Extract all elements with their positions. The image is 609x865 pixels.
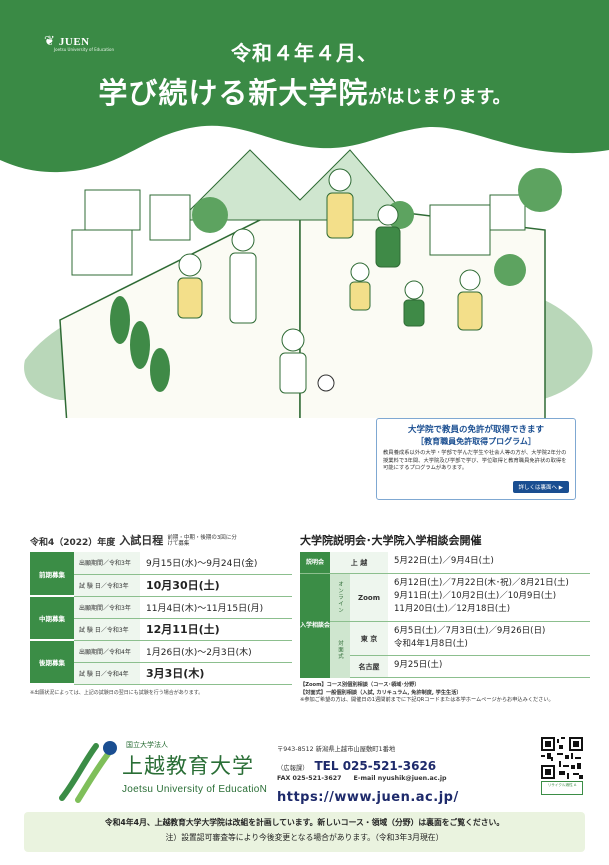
table-row: 試 験 日／令和4年 3月3日(木) [30, 662, 292, 685]
seminar-note: 【Zoom】コース別個別相談（コース･領域･分野） [300, 682, 420, 688]
brand-name: JUEN [58, 35, 90, 48]
tel-row: （広報課） TEL 025-521-3626 [277, 759, 532, 773]
tokyo-place: 東 京 [350, 622, 388, 655]
qr-code-icon[interactable] [541, 737, 583, 779]
nagoya-dates: 9月25日(土) [394, 660, 443, 670]
notice-line-1: 令和4年4月、上越教育大学大学院は改組を計画しています。新しいコース・領域（分野… [104, 818, 505, 827]
details-link-button[interactable]: 詳しくは裏面へ ▶ [512, 481, 569, 493]
schedule-table: 前期募集 出願期間／令和3年 9月15日(水)～9月24日(金) 試 験 日／令… [30, 552, 292, 685]
brand-leaf-icon: ❦ [44, 34, 55, 49]
university-logo: 国立大学法人 上越教育大学 Joetsu University of Educa… [56, 740, 276, 804]
consult-block: 入学相談会 オンライン Zoom 6月12日(土)／7月22日(木･祝)／8月2… [300, 574, 590, 678]
table-row: 後期募集 出願期間／令和4年 1月26日(水)～2月3日(木) [30, 640, 292, 685]
recycle-mark: リサイクル適性 A [541, 781, 583, 795]
zoom-dates-line: 9月11日(土)／10月2日(土)／10月9日(土) [394, 590, 557, 601]
license-box-subtitle: ［教育職員免許取得プログラム］ [416, 437, 536, 446]
row-value: 1月26日(水)～2月3日(木) [140, 640, 292, 663]
contact-info: 〒943-8512 新潟県上越市山屋敷町1番地 （広報課） TEL 025-52… [277, 744, 532, 805]
row-value: 12月11日(土) [140, 618, 292, 641]
inperson-block: 対面式 東 京 6月5日(土)／7月3日(土)／9月26日(日) 令和4年1月8… [330, 622, 590, 678]
row-label: 出願期間／令和4年 [74, 640, 140, 663]
headline-tail-text: がはじまります。 [368, 87, 511, 108]
notice-banner: 令和4年4月、上越教育大学大学院は改組を計画しています。新しいコース・領域（分野… [24, 812, 585, 852]
schedule-footnote: ※出願状況によっては、上記の試験日の翌日にも試験を行う場合があります。 [30, 690, 204, 696]
briefing-category: 説明会 [300, 552, 330, 573]
license-box-title: 大学院で教員の免許が取得できます [407, 425, 544, 435]
website-link[interactable]: https://www.juen.ac.jp/ [277, 790, 459, 805]
period-label: 前期募集 [30, 552, 74, 597]
zoom-dates-line: 6月12日(土)／7月22日(木･祝)／8月21日(土) [394, 578, 569, 588]
logo-prefix: 国立大学法人 [126, 741, 168, 749]
row-label: 試 験 日／令和4年 [74, 662, 140, 685]
seminar-section: 大学院説明会･大学院入学相談会開催 説明会 上 越 5月22日(土)／9月4日(… [300, 532, 590, 705]
hero-illustration: ❦ JUEN Joetsu University of Education 令和… [0, 0, 609, 418]
brand-subtitle: Joetsu University of Education [54, 47, 115, 52]
briefing-place: 上 越 [330, 552, 388, 573]
tokyo-dates-line: 令和4年1月8日(土) [394, 638, 468, 649]
juen-brand-logo: ❦ JUEN Joetsu University of Education [44, 34, 114, 52]
table-row: 試 験 日／令和3年 10月30日(土) [30, 574, 292, 597]
consult-category: 入学相談会 [300, 574, 330, 678]
row-value: 3月3日(木) [140, 662, 292, 685]
row-label: 試 験 日／令和3年 [74, 618, 140, 641]
period-label: 中期募集 [30, 596, 74, 641]
row-value: 11月4日(木)～11月15日(月) [140, 596, 292, 619]
license-box-description: 教員養成系以外の大学・学部で学んだ学生や社会人等の方が、大学院2年分の授業料で3… [383, 450, 567, 472]
email[interactable]: E-mail nyushik@juen.ac.jp [353, 775, 447, 782]
department: （広報課） [277, 765, 309, 772]
period-label: 後期募集 [30, 640, 74, 685]
exam-schedule: 令和4（2022）年度 入試日程 前期・中期・後期の3回に分けて募集 前期募集 … [30, 532, 292, 696]
nagoya-place: 名古屋 [350, 656, 388, 677]
table-row: 名古屋 9月25日(土) [350, 656, 590, 678]
row-value: 10月30日(土) [140, 574, 292, 597]
tokyo-dates-line: 6月5日(土)／7月3日(土)／9月26日(日) [394, 626, 546, 636]
inperson-label: 対面式 [330, 622, 350, 678]
tokyo-dates: 6月5日(土)／7月3日(土)／9月26日(日) 令和4年1月8日(土) [388, 622, 590, 655]
zoom-dates: 6月12日(土)／7月22日(木･祝)／8月21日(土) 9月11日(土)／10… [388, 574, 590, 621]
headline-main-text: 学び続ける新大学院 [98, 76, 369, 110]
table-row: 説明会 上 越 5月22日(土)／9月4日(土) [300, 552, 590, 574]
address: 〒943-8512 新潟県上越市山屋敷町1番地 [277, 746, 396, 753]
table-row: オンライン Zoom 6月12日(土)／7月22日(木･祝)／8月21日(土) … [330, 574, 590, 622]
license-program-box: 大学院で教員の免許が取得できます ［教育職員免許取得プログラム］ 教員養成系以外… [376, 418, 576, 500]
seminar-title: 大学院説明会･大学院入学相談会開催 [300, 534, 482, 547]
fax-email-row: FAX 025-521-3627 E-mail nyushik@juen.ac.… [277, 775, 532, 782]
zoom-place: Zoom [350, 574, 388, 621]
schedule-note: 前期・中期・後期の3回に分けて募集 [167, 534, 237, 548]
table-row: 試 験 日／令和3年 12月11日(土) [30, 618, 292, 641]
schedule-year: 令和4（2022）年度 [30, 538, 116, 548]
seminar-notes: 【Zoom】コース別個別相談（コース･領域･分野） 【対面式】一般個別相談（入試… [300, 682, 590, 705]
headline-date: 令和４年４月、 [231, 41, 378, 65]
row-label: 試 験 日／令和3年 [74, 574, 140, 597]
row-label: 出願期間／令和3年 [74, 596, 140, 619]
row-value: 9月15日(水)～9月24日(金) [140, 552, 292, 575]
telephone[interactable]: TEL 025-521-3626 [314, 759, 437, 773]
table-row: 中期募集 出願期間／令和3年 11月4日(木)～11月15日(月) [30, 596, 292, 641]
hero-background [0, 0, 609, 418]
row-label: 出願期間／令和3年 [74, 552, 140, 575]
zoom-dates-line: 11月20日(土)／12月18日(土) [394, 603, 511, 614]
notice-line-2: 注）設置認可審査等により今後変更となる場合があります。（令和3年3月現在） [165, 833, 444, 842]
headline-main: 学び続ける新大学院がはじまります。 [0, 70, 609, 112]
table-row: 前期募集 出願期間／令和3年 9月15日(水)～9月24日(金) [30, 552, 292, 597]
seminar-note: ※参加ご希望の方は、開催日の1週間前までに下記QRコードまたは本学ホームページか… [300, 697, 554, 704]
logo-name-english: Joetsu University of EducatioN [122, 784, 268, 795]
briefing-dates: 5月22日(土)／9月4日(土) [394, 556, 494, 566]
online-label: オンライン [330, 574, 350, 621]
logo-swoosh-icon [59, 741, 117, 803]
schedule-title: 入試日程 [119, 534, 164, 547]
fax: FAX 025-521-3627 [277, 775, 342, 782]
seminar-note: 【対面式】一般個別相談（入試, カリキュラム, 免許制度, 学生生活） [300, 689, 462, 696]
seminar-table: 説明会 上 越 5月22日(土)／9月4日(土) 入学相談会 オンライン Zoo… [300, 552, 590, 678]
table-row: 東 京 6月5日(土)／7月3日(土)／9月26日(日) 令和4年1月8日(土) [350, 622, 590, 656]
logo-name-kanji: 上越教育大学 [122, 754, 254, 778]
